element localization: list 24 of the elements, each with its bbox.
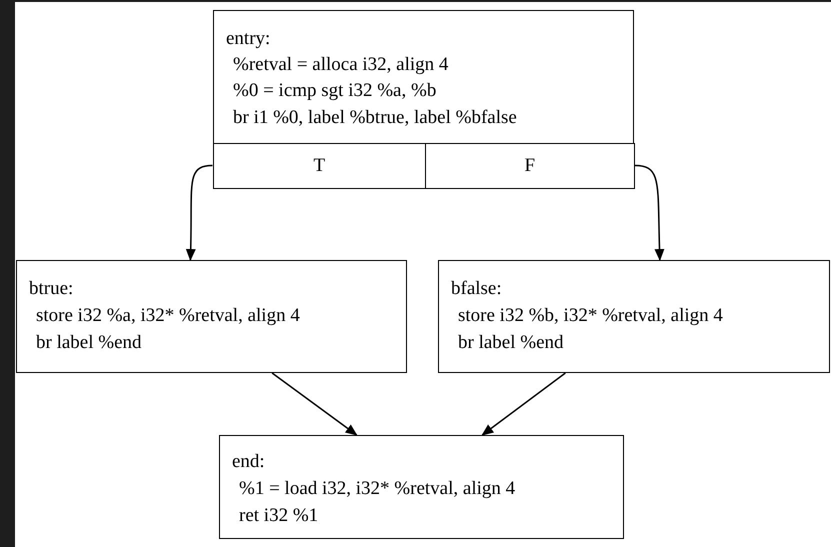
instruction-line: store i32 %a, i32* %retval, align 4	[36, 304, 300, 328]
instruction-line: ret i32 %1	[239, 504, 318, 528]
basic-block-box	[438, 260, 830, 373]
block-label: bfalse:	[451, 277, 502, 301]
instruction-line: %0 = icmp sgt i32 %a, %b	[233, 79, 436, 103]
arrow	[481, 372, 566, 436]
branch-label: F	[524, 154, 536, 178]
block-label: end:	[232, 450, 265, 474]
arrow	[272, 372, 358, 436]
block-label: btrue:	[29, 277, 74, 301]
basic-block-box	[219, 435, 624, 539]
basic-block-record	[213, 10, 634, 189]
instruction-line: %1 = load i32, i32* %retval, align 4	[239, 477, 516, 501]
instruction-line: br label %end	[36, 331, 142, 355]
basic-block-box	[16, 260, 407, 373]
arrow	[186, 164, 213, 261]
branch-field	[424, 142, 635, 188]
arrow	[634, 164, 665, 261]
block-label: entry:	[226, 27, 270, 51]
instruction-line: store i32 %b, i32* %retval, align 4	[458, 304, 723, 328]
instruction-line: br label %end	[458, 331, 564, 355]
branch-label: T	[313, 154, 326, 178]
instruction-line: br i1 %0, label %btrue, label %bfalse	[233, 106, 517, 130]
instruction-line: %retval = alloca i32, align 4	[233, 53, 448, 77]
